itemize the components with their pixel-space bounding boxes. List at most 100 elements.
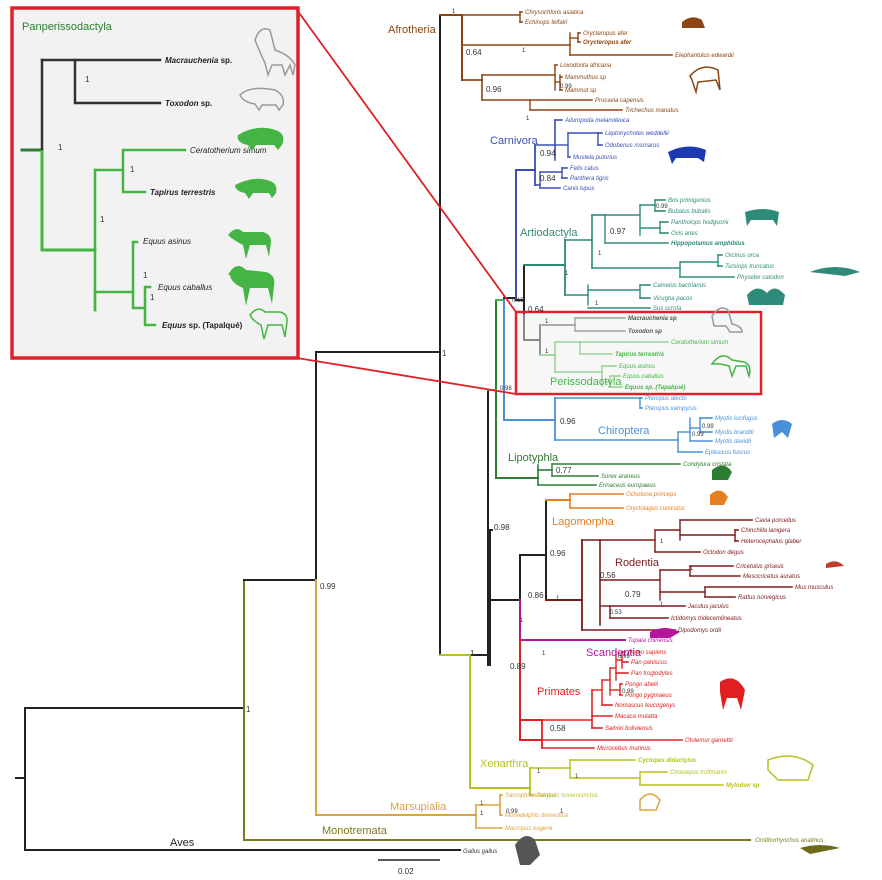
support-value: 0.99 — [506, 809, 518, 815]
tip-label-erinaceus: Erinaceus europaeus — [599, 483, 656, 489]
support-value: 1 — [542, 651, 546, 657]
support-value: 1 — [246, 705, 251, 714]
tip-label-panpaniscus: Pan paniscus — [631, 660, 667, 666]
inset-support: 1 — [58, 143, 63, 152]
support-value: 1 — [545, 349, 549, 355]
rooster-icon — [515, 836, 540, 865]
support-value: 0.97 — [610, 227, 626, 236]
platypus-icon — [800, 845, 840, 854]
support-value: 0.99 — [692, 432, 704, 438]
support-value: 1 — [442, 349, 447, 358]
inset-support: 1 — [85, 75, 90, 84]
tip-label-heterocephalus: Heterocephalus glaber — [741, 539, 802, 545]
highlight-box — [514, 310, 763, 396]
inset-label-tapirus: Tapirus terrestris — [150, 188, 216, 197]
zoom-connector-top — [296, 9, 517, 313]
clade-label-rodentia: Rodentia — [615, 557, 660, 569]
inset-label-sp: sp. — [198, 99, 212, 108]
inset-label-sp: sp. — [218, 56, 232, 65]
macrauchenia-small-icon — [711, 307, 743, 333]
tip-label-orycteropus: Orycteropus afer — [583, 31, 629, 37]
support-value: 0.15 — [512, 298, 524, 304]
support-value: 0.99 — [618, 654, 630, 660]
tip-label-myotis3: Myotis davidii — [715, 439, 752, 445]
cattle-icon — [745, 209, 779, 226]
inset-support: 1 — [150, 293, 155, 302]
rabbit-icon — [710, 490, 728, 505]
tip-label-myotis2: Myotis brandtii — [715, 430, 754, 436]
tip-label-dipodomys: Dipodomys ordii — [678, 628, 722, 634]
toxodon-icon — [239, 87, 285, 112]
support-value: 0.99 — [702, 424, 714, 430]
tip-label-rattus: Rattus norvegicus — [738, 595, 786, 601]
support-value: 0.99 — [622, 689, 634, 695]
tip-label-pongo2: Pongo pygmaeus — [625, 693, 672, 699]
tip-label-procavia: Procavia capensis — [595, 98, 644, 104]
support-value: 0.98 — [494, 523, 510, 532]
tip-label-macrauchenia: Macrauchenia sp — [628, 316, 677, 322]
support-value: 0.98 — [500, 386, 512, 392]
support-value: 1 — [480, 801, 484, 807]
tip-label-macropus: Macropus eugenii — [505, 826, 553, 832]
support-value: 0.64 — [528, 305, 544, 314]
tip-label-choloepus: Choloepus hoffmanni — [670, 770, 727, 776]
monkey-icon — [720, 678, 745, 710]
clade-label-chiroptera: Chiroptera — [598, 425, 650, 437]
horse-icon — [228, 266, 275, 306]
inset-support: 1 — [130, 165, 135, 174]
aardvark-icon — [682, 17, 705, 28]
clade-label-monotremata: Monotremata — [322, 825, 388, 837]
tip-label-mylodon: Mylodon sp — [726, 783, 760, 789]
camel-icon — [747, 288, 785, 305]
tip-label-dasypus: Dasypus novemcinctus — [536, 793, 598, 799]
tip-label-cricetulus: Cricetulus griseus — [736, 564, 784, 570]
inset-branch — [121, 168, 147, 194]
tip-label-cyclopes: Cyclopes didactylus — [638, 758, 697, 764]
tip-label-hippopotamus: Hippopotamus amphibius — [671, 241, 745, 247]
tapir-icon — [235, 178, 277, 199]
support-value: 1 — [526, 116, 530, 122]
tip-label-echinops: Echinops telfairi — [525, 20, 568, 26]
tip-label-tapirus: Tapirus terrestris — [615, 352, 665, 358]
clade-label-marsupialia: Marsupialia — [390, 801, 447, 813]
support-value: 0.96 — [550, 549, 566, 558]
inset-label-toxodon: Toxodon sp. — [165, 99, 212, 108]
phylogenetic-tree — [15, 11, 793, 851]
tip-label-pantrog: Pan troglodytes — [631, 671, 673, 677]
support-value: 1 — [660, 539, 664, 545]
tip-label-bubalus: Bubalus bubalis — [668, 209, 710, 215]
inset-support: 1 — [143, 271, 148, 280]
tip-label-tursiops: Tursiops truncatus — [725, 264, 774, 270]
tip-label-condylura: Condylura cristata — [683, 462, 732, 468]
mole-icon — [712, 465, 732, 480]
tip-label-myotis1: Myotis lucifugus — [715, 416, 758, 422]
support-value: 1 — [556, 596, 560, 602]
tip-label-homo: Homo sapiens — [628, 650, 666, 656]
inset-label-tapalque: Equus sp. (Tapalqué) — [162, 321, 243, 330]
panther-icon — [668, 146, 706, 164]
support-value: 1 — [480, 811, 484, 817]
inset-label-macrauchenia: Macrauchenia sp. — [165, 56, 232, 65]
macrauchenia-icon — [254, 28, 296, 78]
support-value: 0.64 — [466, 48, 482, 57]
tip-label-macaca: Macaca mulatta — [615, 714, 658, 720]
support-value: 0.84 — [540, 174, 556, 183]
clade-label-afrotheria: Afrotheria — [388, 24, 437, 36]
tip-label-leptonychotes: Leptonychotes weddellii — [605, 131, 669, 137]
tip-label-pteropus2: Pteropus vampyrus — [645, 406, 697, 412]
tip-label-trichechus: Trichechus manatus — [625, 108, 679, 114]
inset-branch — [40, 58, 162, 105]
tip-label-pantholops: Pantholops hodgsonii — [671, 220, 729, 226]
support-value: 0.56 — [600, 571, 616, 580]
tip-label-mus: Mus musculus — [795, 585, 833, 591]
tip-label-chrysochloris: Chrysochloris asiatica — [525, 10, 584, 16]
tip-label-canis: Canis lupus — [563, 186, 594, 192]
support-value: 0.94 — [540, 149, 556, 158]
tip-label-nomascus: Nomascus leucogenys — [615, 703, 675, 709]
tip-label-physeter: Physeter catodon — [737, 275, 784, 281]
support-value: 0.53 — [610, 610, 622, 616]
tip-label-sarcophilus: Sarcophilus harrisii — [505, 793, 556, 799]
support-value: 1 — [565, 271, 569, 277]
